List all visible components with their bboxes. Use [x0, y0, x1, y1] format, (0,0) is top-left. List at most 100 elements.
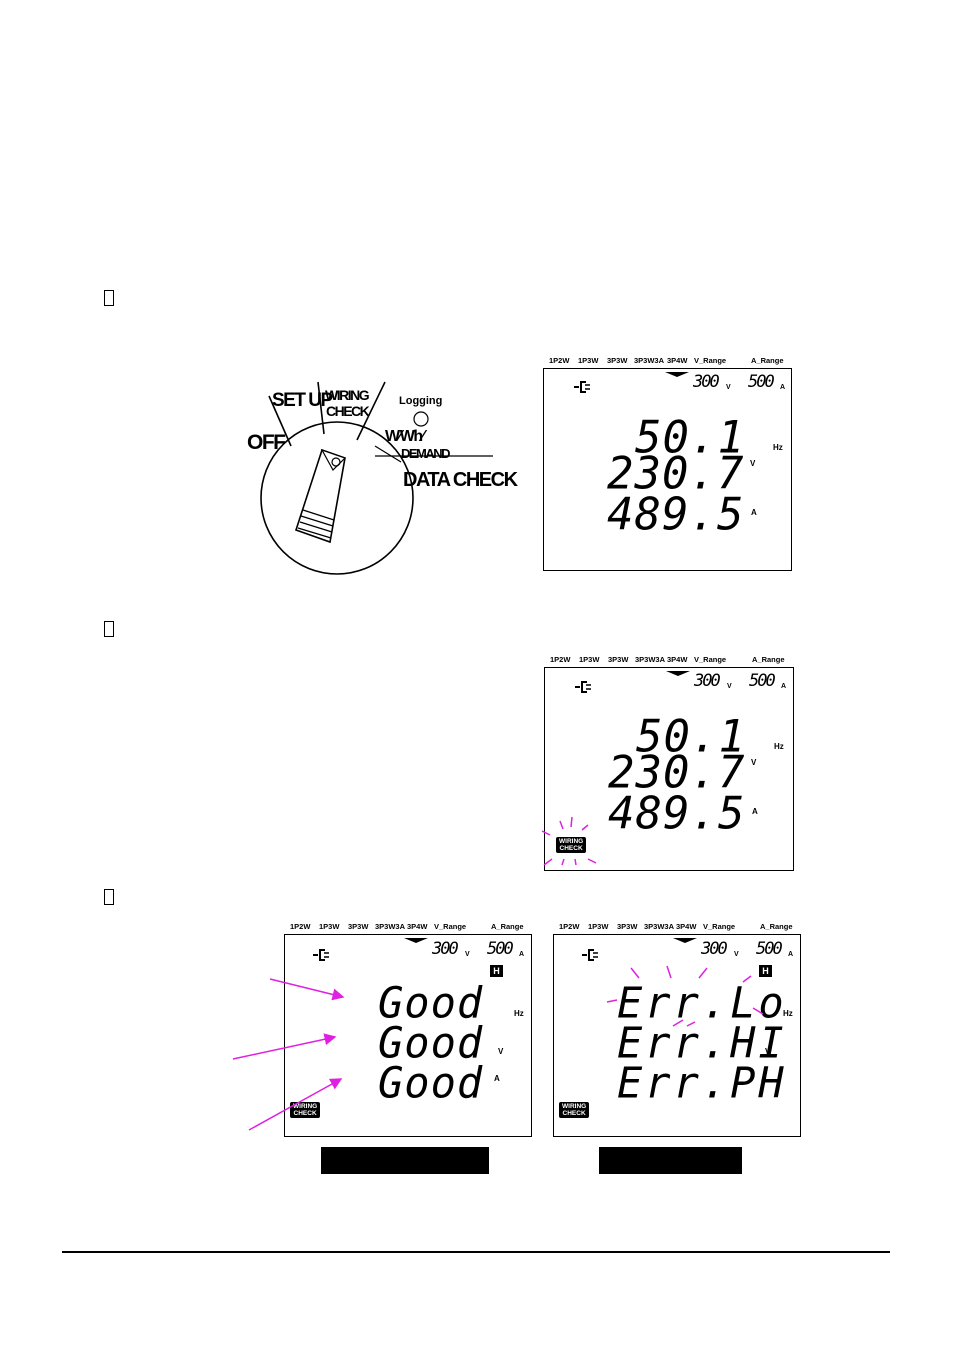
voltage-range-value: 300: [701, 939, 728, 959]
mode-3p3w3a: 3P3W3A: [375, 922, 406, 931]
mode-3p3w: 3P3W: [617, 922, 638, 931]
step-marker-2: [104, 621, 114, 637]
frequency-reading: 50.1: [635, 411, 745, 464]
v-range-label: V_Range: [694, 655, 727, 664]
current-range-unit: A: [781, 683, 787, 690]
voltage-error-code: Err.HI: [617, 1017, 787, 1068]
mode-1p2w: 1P2W: [549, 356, 570, 365]
lcd-display-normal: 1P2W 1P3W 3P3W 3P3W3A 3P4W V_Range A_Ran…: [543, 356, 792, 571]
a-unit: A: [494, 1074, 500, 1083]
dial-w-wh-label: W∕Wh∕: [385, 428, 424, 445]
dial-data-check-label: DATA CHECK: [403, 469, 518, 491]
dial-setup-label: SET UP: [272, 390, 333, 411]
a-range-label: A_Range: [760, 922, 793, 931]
current-range-unit: A: [519, 951, 525, 958]
mode-1p3w: 1P3W: [588, 922, 609, 931]
range-indicator-icon: [666, 671, 690, 676]
mode-1p3w: 1P3W: [578, 356, 599, 365]
current-range-unit: A: [788, 951, 794, 958]
step-marker-1: [104, 290, 114, 306]
wiring-check-badge-line1: WIRING: [293, 1103, 318, 1110]
v-unit: V: [751, 758, 757, 767]
lcd-frame: [553, 934, 801, 1137]
current-reading: 489.5: [607, 488, 745, 541]
lcd-header: 1P2W 1P3W 3P3W 3P3W3A 3P4W V_Range A_Ran…: [544, 655, 794, 665]
a-unit: A: [761, 1074, 767, 1083]
v-unit: V: [765, 1047, 771, 1056]
dial-wiring-label: WIRING: [325, 387, 370, 403]
voltage-range-value: 300: [693, 372, 720, 392]
current-error-code: Err.PH: [617, 1057, 787, 1108]
frequency-error-code: Err.Lo: [617, 977, 787, 1028]
range-indicator-icon: [665, 372, 689, 377]
lcd-display-wiring-check-blink: 1P2W 1P3W 3P3W 3P3W3A 3P4W V_Range A_Ran…: [541, 655, 794, 871]
hz-unit: Hz: [773, 443, 783, 452]
mode-3p3w3a: 3P3W3A: [644, 922, 675, 931]
mode-1p3w: 1P3W: [579, 655, 600, 664]
wiring-check-badge: WIRING CHECK: [556, 837, 587, 853]
dial-off-label: OFF: [247, 431, 286, 454]
wiring-check-badge-line1: WIRING: [562, 1103, 587, 1110]
current-range-unit: A: [780, 384, 786, 391]
footer-rule: [62, 1251, 890, 1253]
mode-3p3w: 3P3W: [348, 922, 369, 931]
mode-3p4w: 3P4W: [667, 356, 688, 365]
lcd-frame: [544, 667, 794, 871]
plug-icon: [574, 381, 590, 393]
voltage-range-unit: V: [727, 683, 732, 690]
result-label-bar-good: [321, 1147, 489, 1174]
current-check-result: Good: [378, 1057, 484, 1108]
hz-unit: Hz: [514, 1009, 524, 1018]
a-range-label: A_Range: [752, 655, 785, 664]
frequency-check-result: Good: [378, 977, 484, 1028]
mode-1p2w: 1P2W: [559, 922, 580, 931]
lcd-header: 1P2W 1P3W 3P3W 3P3W3A 3P4W V_Range A_Ran…: [553, 922, 801, 932]
current-range-value: 500: [487, 939, 514, 959]
arrow-to-row2: [232, 1033, 337, 1060]
lcd-display-wiring-good: 1P2W 1P3W 3P3W 3P3W3A 3P4W V_Range A_Ran…: [284, 922, 532, 1137]
mode-1p2w: 1P2W: [550, 655, 571, 664]
range-indicator-icon: [404, 938, 428, 943]
arrow-to-row1: [269, 978, 345, 1001]
dial-check-label: CHECK: [326, 403, 370, 419]
lcd-display-wiring-error: 1P2W 1P3W 3P3W 3P3W3A 3P4W V_Range A_Ran…: [553, 922, 801, 1137]
voltage-range-unit: V: [726, 384, 731, 391]
mode-1p3w: 1P3W: [319, 922, 340, 931]
plug-icon: [582, 949, 598, 961]
current-range-value: 500: [749, 671, 776, 691]
mode-1p2w: 1P2W: [290, 922, 311, 931]
voltage-check-result: Good: [378, 1017, 484, 1068]
a-unit: A: [752, 807, 758, 816]
blink-rays-icon: [541, 816, 597, 866]
wiring-check-badge-line1: WIRING: [559, 838, 584, 845]
hz-unit: Hz: [783, 1009, 793, 1018]
mode-3p3w3a: 3P3W3A: [635, 655, 666, 664]
mode-3p4w: 3P4W: [676, 922, 697, 931]
hz-unit: Hz: [774, 742, 784, 751]
voltage-range-unit: V: [465, 951, 470, 958]
v-range-label: V_Range: [694, 356, 727, 365]
v-unit: V: [750, 459, 756, 468]
dial-logging-label: Logging: [399, 395, 443, 407]
current-reading: 489.5: [608, 787, 746, 840]
step-marker-3: [104, 889, 114, 905]
mode-3p3w3a: 3P3W3A: [634, 356, 665, 365]
a-range-label: A_Range: [751, 356, 784, 365]
a-unit: A: [751, 508, 757, 517]
current-range-value: 500: [756, 939, 783, 959]
plug-icon: [575, 681, 591, 693]
current-range-value: 500: [748, 372, 775, 392]
pointer-arrows: [232, 978, 345, 1131]
hold-badge: H: [490, 965, 503, 977]
voltage-reading: 230.7: [608, 746, 746, 799]
wiring-check-badge: WIRING CHECK: [290, 1102, 321, 1118]
wiring-check-badge-line2: CHECK: [562, 1110, 586, 1117]
a-range-label: A_Range: [491, 922, 524, 931]
mode-3p4w: 3P4W: [407, 922, 428, 931]
voltage-range-unit: V: [734, 951, 739, 958]
frequency-reading: 50.1: [636, 710, 746, 763]
voltage-range-value: 300: [432, 939, 459, 959]
v-range-label: V_Range: [434, 922, 467, 931]
result-label-bar-error: [599, 1147, 742, 1174]
mode-3p3w: 3P3W: [608, 655, 629, 664]
